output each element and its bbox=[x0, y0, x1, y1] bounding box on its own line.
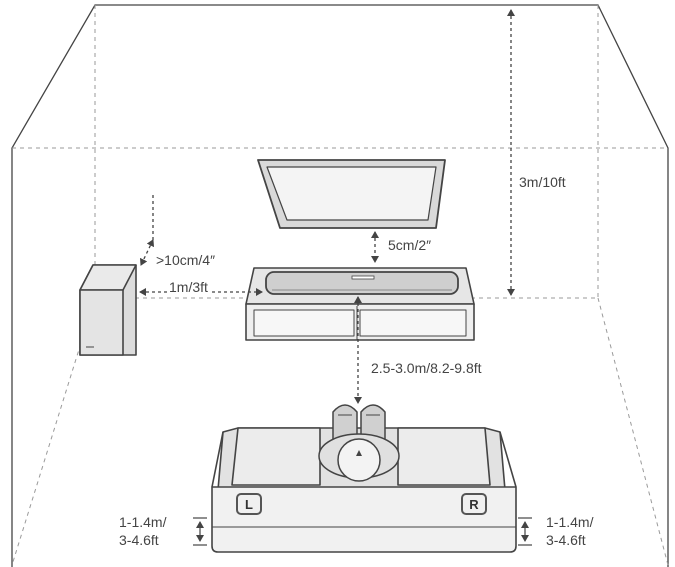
subwoofer bbox=[79, 264, 137, 356]
tv-gap-label: 5cm/2″ bbox=[388, 237, 432, 253]
sub-distance-label: 1m/3ft bbox=[167, 279, 210, 295]
listener bbox=[318, 404, 400, 482]
room-outline bbox=[11, 4, 669, 567]
right-height-label-line1: 1-1.4m/ bbox=[546, 514, 594, 530]
sub-wall-gap-label: >10cm/4″ bbox=[156, 252, 216, 268]
ceiling-height-label: 3m/10ft bbox=[519, 174, 566, 190]
room-inner-dashed-lines bbox=[11, 5, 669, 566]
listening-distance-label: 2.5-3.0m/8.2-9.8ft bbox=[371, 360, 482, 376]
right-height-label-line2: 3-4.6ft bbox=[546, 532, 586, 548]
tv bbox=[257, 159, 446, 229]
sofa bbox=[211, 427, 517, 553]
left-speaker-badge: L bbox=[236, 493, 262, 515]
soundbar bbox=[265, 271, 459, 295]
left-height-label-line2: 3-4.6ft bbox=[119, 532, 159, 548]
sub-wall-gap-arrow bbox=[139, 195, 155, 266]
right-height-arrow bbox=[518, 517, 532, 546]
left-height-label-line1: 1-1.4m/ bbox=[119, 514, 167, 530]
right-speaker-badge: R bbox=[461, 493, 487, 515]
left-height-arrow bbox=[193, 517, 207, 546]
